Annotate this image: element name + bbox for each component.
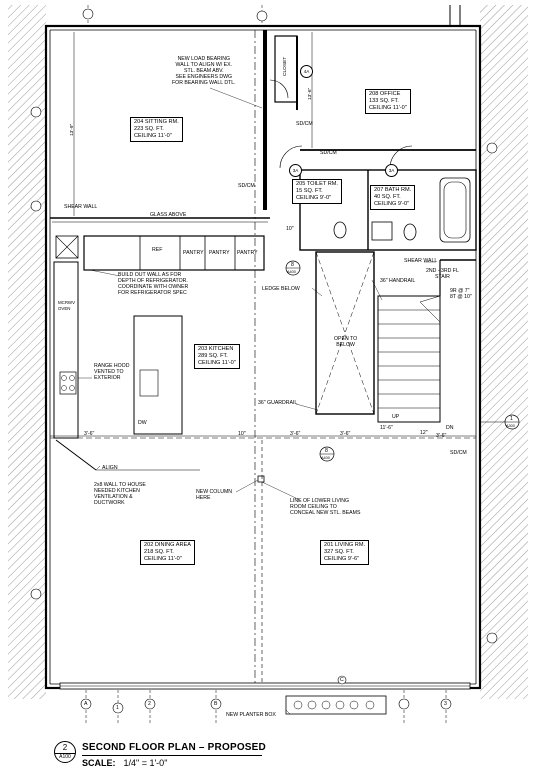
section-tag-8-b: 8 [325, 448, 328, 454]
dim-13-9: 13'-9" [70, 123, 75, 136]
drawing-number: 2 [62, 743, 68, 752]
neighbor-hatch-left [8, 5, 46, 699]
section-sheet-a400-b: A400 [321, 456, 330, 460]
room-label-sitting: 204 SITTING RM.223 SQ. FT.CEILING 11'-0" [130, 117, 183, 142]
neighbor-hatch-right [480, 5, 528, 699]
note-guardrail: 36" GUARDRAIL [258, 400, 298, 406]
drawing-title: SECOND FLOOR PLAN – PROPOSED [82, 742, 266, 753]
dim-3-6b: 3'-6" [290, 431, 301, 437]
label-dn: DN [446, 425, 454, 431]
note-planter: NEW PLANTER BOX [226, 712, 276, 718]
note-build-out: BUILD OUT WALL AS FOR DEPTH OF REFRIGERA… [118, 272, 189, 296]
label-sdcm-2: SD/CM [320, 150, 337, 156]
door-tag-3a-1: 3A [289, 164, 302, 177]
section-sheet-a400-a: A400 [287, 270, 296, 274]
section-tag-8-a: 8 [291, 262, 294, 268]
note-align: ALIGN [102, 465, 118, 471]
scale-value: 1/4" = 1'-0" [123, 758, 168, 768]
label-pantry-1: PANTRY [183, 250, 204, 256]
section-tag-1: 1 [510, 416, 513, 422]
grid-label-3: 3 [444, 701, 447, 707]
dim-11-6: 11'-6" [380, 425, 393, 431]
label-pantry-3: PANTRY [237, 250, 258, 256]
title-underline [82, 755, 262, 756]
scale-label: SCALE: [82, 758, 116, 768]
note-new-column: NEW COLUMN HERE [196, 489, 233, 501]
note-lower-ceiling: LINE OF LOWER LIVING ROOM CEILING TO CON… [290, 498, 361, 516]
note-range-hood: RANGE HOOD VENTED TO EXTERIOR [94, 363, 130, 381]
note-risers: 9R @ 7" 8T @ 10" [450, 288, 472, 300]
note-handrail: 36" HANDRAIL [380, 278, 416, 284]
dim-12: 12" [420, 430, 428, 436]
drawing-number-bubble: 2 A100 [54, 741, 76, 763]
room-label-bath: 207 BATH RM.40 SQ. FT.CEILING 9'-0" [370, 185, 416, 210]
drawing-sheet: A100 [55, 753, 75, 761]
dim-13-6: 13'-6" [308, 87, 313, 100]
label-pantry-2: PANTRY [209, 250, 230, 256]
note-shear-wall-left: SHEAR WALL [64, 204, 98, 210]
note-glass-above: GLASS ABOVE [150, 212, 187, 218]
note-load-bearing: NEW LOAD BEARING WALL TO ALIGN W/ EX. ST… [172, 56, 236, 86]
label-mcrwv-oven: MCRWV OVEN [58, 300, 75, 311]
dim-10a: 10" [238, 431, 246, 437]
label-ref: REF [152, 247, 163, 253]
note-ledge-below: LEDGE BELOW [262, 286, 300, 292]
dim-3-6d: 3'-6" [436, 433, 447, 439]
label-up: UP [392, 414, 400, 420]
grid-label-2: 2 [148, 701, 151, 707]
label-sdcm-3: SD/CM [296, 121, 313, 127]
grid-label-a: A [84, 701, 88, 707]
section-sheet-a300: A300 [506, 424, 515, 428]
grid-label-b: B [214, 701, 218, 707]
dim-10b: 10" [286, 226, 294, 232]
dim-3-6c: 3'-6" [340, 431, 351, 437]
drawing-scale: SCALE: 1/4" = 1'-0" [82, 758, 167, 768]
room-label-toilet: 205 TOILET RM.15 SQ. FT.CEILING 9'-0" [292, 179, 342, 204]
label-sdcm-1: SD/CM [238, 183, 255, 189]
door-tag-3a-2: 3A [385, 164, 398, 177]
grid-label-c: C [340, 677, 344, 683]
label-dw: DW [138, 420, 147, 426]
door-tag-4a: 4A [300, 65, 313, 78]
label-closet: CLOSET [283, 56, 288, 76]
note-wall-2x8: 2x8 WALL TO HOUSE NEEDED KITCHEN VENTILA… [94, 482, 146, 506]
dim-3-6a: 3'-6" [84, 431, 95, 437]
note-shear-wall-right: SHEAR WALL [404, 258, 438, 264]
note-open-to-below: OPEN TO BELOW [334, 336, 358, 348]
grid-label-1: 1 [116, 705, 119, 711]
note-stair: 2ND - 3RD FL STAIR [426, 268, 459, 280]
room-label-living: 201 LIVING RM.327 SQ. FT.CEILING 9'-6" [320, 540, 370, 565]
label-sdcm-4: SD/CM [450, 450, 467, 456]
